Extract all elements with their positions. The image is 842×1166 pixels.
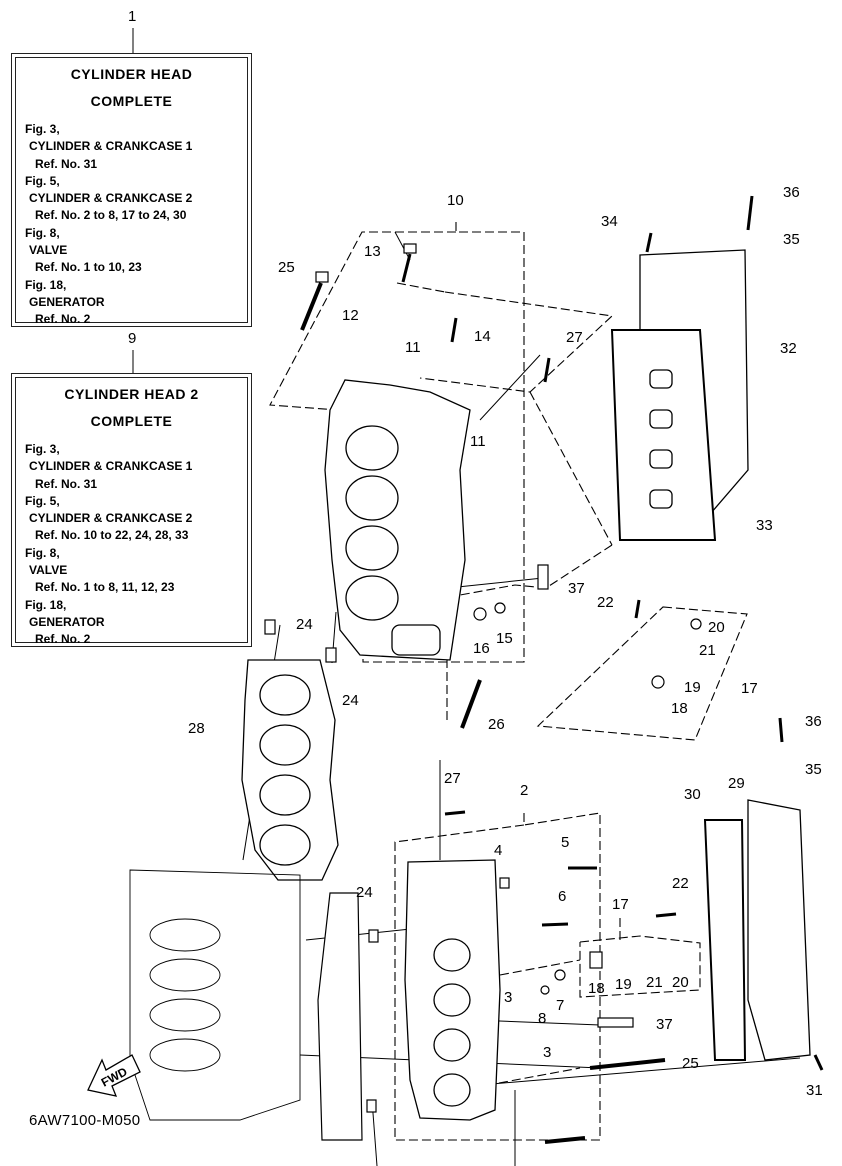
cylinder-head-1 — [404, 859, 501, 1121]
box-line: Ref. No. 31 — [35, 156, 98, 171]
callout-16: 16 — [473, 640, 490, 657]
callout-11: 11 — [405, 339, 421, 356]
callout-10: 10 — [447, 192, 464, 209]
callout-35: 35 — [805, 761, 822, 778]
box-line: CYLINDER & CRANKCASE 1 — [29, 459, 193, 474]
callout-7: 7 — [556, 997, 564, 1014]
callout-35: 35 — [783, 231, 800, 248]
callout-25: 25 — [278, 259, 295, 276]
box-line: Ref. No. 31 — [35, 476, 98, 491]
callout-26: 26 — [488, 716, 505, 733]
callout-14: 14 — [474, 328, 491, 345]
callout-3: 3 — [504, 989, 512, 1006]
cylinder-head-complete-box: CYLINDER HEAD COMPLETE Fig. 3, CYLINDER &… — [11, 53, 252, 327]
callout-29: 29 — [728, 775, 745, 792]
callout-5: 5 — [561, 834, 569, 851]
callout-27: 27 — [566, 329, 583, 346]
fwd-arrow — [87, 1054, 141, 1097]
callout-31: 31 — [806, 1082, 823, 1099]
callout-24: 24 — [296, 616, 313, 633]
callout-20: 20 — [672, 974, 689, 991]
box-line: Ref. No. 10 to 22, 24, 28, 33 — [35, 528, 189, 543]
callout-33: 33 — [756, 517, 773, 534]
head-gasket — [241, 659, 339, 881]
box-line: Ref. No. 1 to 8, 11, 12, 23 — [35, 580, 175, 595]
callout-8: 8 — [538, 1010, 546, 1027]
callout-2: 2 — [520, 782, 528, 799]
callout-37: 37 — [656, 1016, 673, 1033]
box-line: Fig. 18, — [25, 597, 67, 612]
diagram-code: 6AW7100-M050 — [29, 1112, 141, 1129]
lower-gasket — [317, 892, 363, 1141]
callout-20: 20 — [708, 619, 725, 636]
callout-18: 18 — [588, 980, 605, 997]
box-1-lines: Fig. 3, CYLINDER & CRANKCASE 1 Ref. No. 31… — [16, 121, 247, 329]
box-line: Fig. 18, — [25, 277, 67, 292]
cylinder-head-cover — [610, 249, 749, 541]
box-1-title-line1: CYLINDER HEAD — [70, 66, 193, 82]
box-line: Fig. 3, — [25, 122, 60, 136]
callout-36: 36 — [805, 713, 822, 730]
callout-18: 18 — [671, 700, 688, 717]
callout-34: 34 — [601, 213, 618, 230]
box-line: Fig. 5, — [25, 173, 60, 188]
callout-13: 13 — [364, 243, 381, 260]
box-line: CYLINDER & CRANKCASE 2 — [29, 191, 193, 206]
box-line: GENERATOR — [29, 294, 105, 309]
box-9-title-line2: COMPLETE — [90, 413, 173, 429]
box-line: Ref. No. 2 to 8, 17 to 24, 30 — [35, 208, 187, 223]
cylinder-head-2 — [324, 379, 471, 661]
engine-block — [129, 869, 301, 1121]
box-line: VALVE — [29, 243, 68, 258]
callout-12: 12 — [342, 307, 359, 324]
box-line: Fig. 8, — [25, 545, 60, 560]
box-1-number: 1 — [128, 8, 137, 25]
callout-6: 6 — [558, 888, 566, 905]
callout-21: 21 — [646, 974, 663, 991]
box-9-number: 9 — [128, 330, 137, 347]
box-line: Ref. No. 1 to 10, 23 — [35, 260, 142, 275]
callout-17: 17 — [612, 896, 629, 913]
callout-27: 27 — [444, 770, 461, 787]
callout-22: 22 — [597, 594, 614, 611]
callout-21: 21 — [699, 642, 716, 659]
box-line: Fig. 8, — [25, 225, 60, 240]
assembly-outlines — [269, 222, 748, 1141]
callout-22: 22 — [672, 875, 689, 892]
callout-15: 15 — [496, 630, 513, 647]
box-9-title-line1: CYLINDER HEAD 2 — [64, 386, 199, 402]
callout-24: 24 — [342, 692, 359, 709]
lower-cylinder-head-cover — [703, 799, 811, 1061]
cylinder-head-2-complete-box: CYLINDER HEAD 2 COMPLETE Fig. 3, CYLINDER… — [11, 373, 252, 647]
box-line: Fig. 3, — [25, 442, 60, 456]
callout-17: 17 — [741, 680, 758, 697]
box-line: Fig. 5, — [25, 493, 60, 508]
box-line: Ref. No. 2 — [35, 312, 91, 327]
box-line: GENERATOR — [29, 614, 105, 629]
box-line: CYLINDER & CRANKCASE 2 — [29, 511, 193, 526]
callout-28: 28 — [188, 720, 205, 737]
callout-numbers: 10 13 25 12 14 27 11 11 34 36 35 32 33 3… — [188, 184, 823, 1099]
callout-4: 4 — [494, 842, 502, 859]
box-line: Ref. No. 2 — [35, 632, 91, 647]
callout-24: 24 — [356, 884, 373, 901]
callout-25: 25 — [682, 1055, 699, 1072]
callout-11: 11 — [470, 433, 486, 450]
callout-19: 19 — [615, 976, 632, 993]
callout-3: 3 — [543, 1044, 551, 1061]
fasteners — [264, 195, 824, 1144]
box-1-title-line2: COMPLETE — [90, 93, 173, 109]
callout-19: 19 — [684, 679, 701, 696]
box-9-lines: Fig. 3, CYLINDER & CRANKCASE 1 Ref. No. 31… — [16, 441, 247, 649]
callout-30: 30 — [684, 786, 701, 803]
box-line: CYLINDER & CRANKCASE 1 — [29, 139, 193, 154]
callout-36: 36 — [783, 184, 800, 201]
box-line: VALVE — [29, 563, 68, 578]
callout-37: 37 — [568, 580, 585, 597]
callout-32: 32 — [780, 340, 797, 357]
